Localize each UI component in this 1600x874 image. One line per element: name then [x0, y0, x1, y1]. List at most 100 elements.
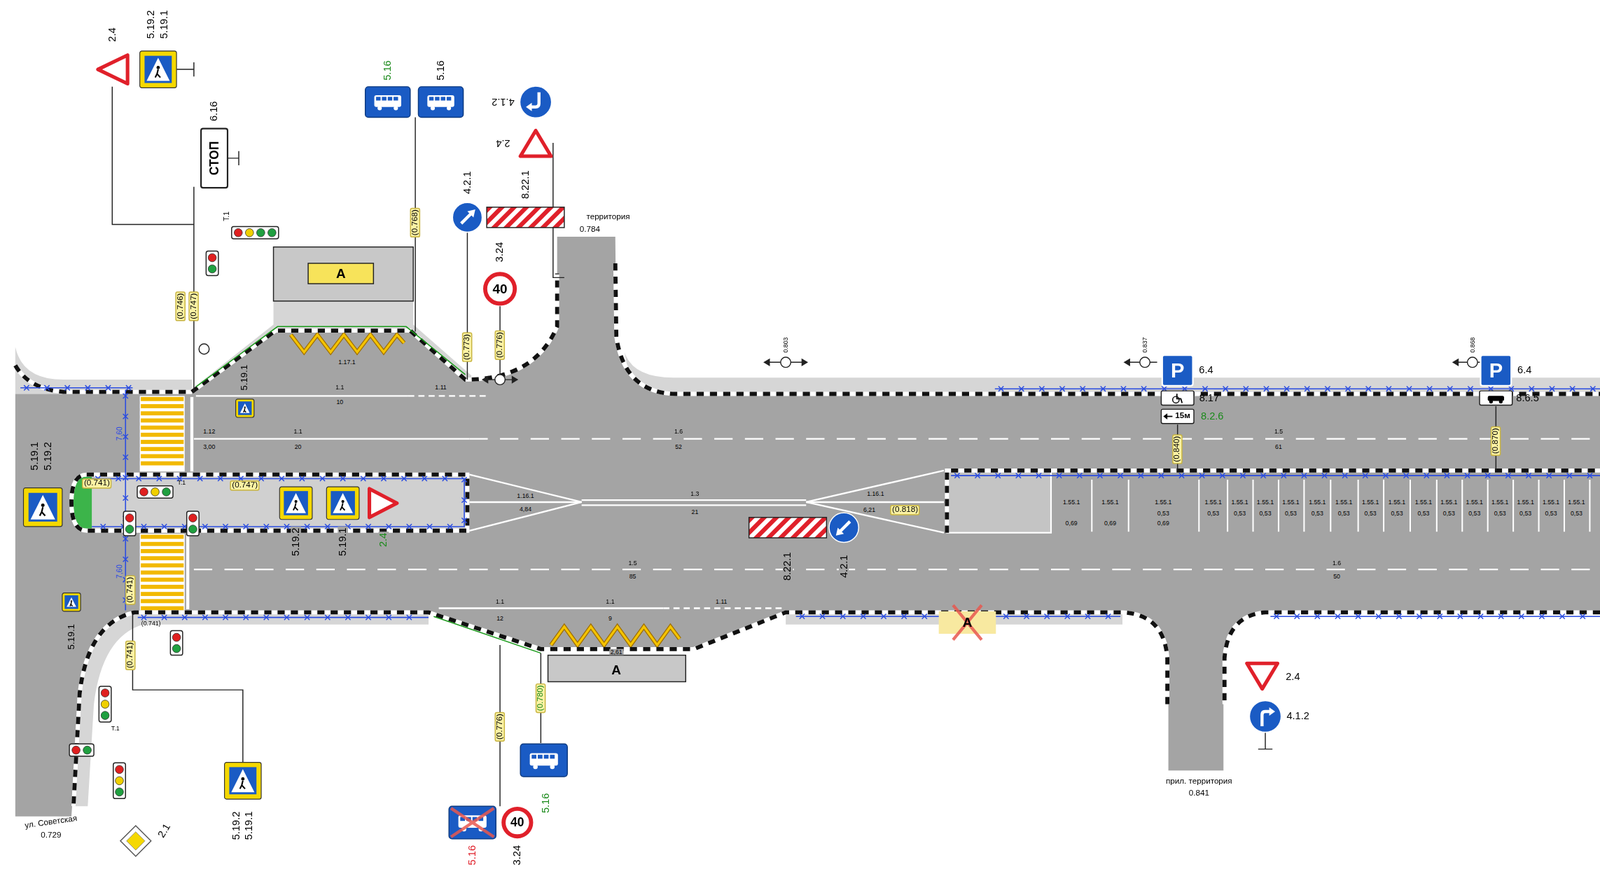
- sign-number: 5.16: [540, 793, 552, 813]
- distance-label: (0.768): [410, 207, 421, 238]
- distance-label: (0.741): [125, 640, 136, 671]
- marking-label: 3,00: [202, 443, 217, 451]
- sign-number: 6.4: [1198, 365, 1213, 377]
- road-sign: 5.19.25.19.1: [23, 488, 63, 527]
- road-sign: 5.19.1: [326, 486, 360, 520]
- marking-label: 61: [1274, 443, 1284, 451]
- marking-label: 1.1: [604, 598, 616, 605]
- sign-text: P: [1489, 359, 1503, 381]
- marking-label: 1.55.1: [1464, 498, 1484, 505]
- sign-text: P: [1170, 359, 1185, 381]
- marking-label: 1.55.1: [1062, 498, 1082, 505]
- road-marking: [187, 395, 1600, 610]
- sign-shape: [365, 86, 411, 118]
- distance-label: (0.741): [81, 478, 113, 489]
- platform: [273, 247, 414, 302]
- road-sign: 5.16: [365, 86, 411, 118]
- zebra-crossing: [140, 395, 185, 610]
- map-label: прил. территория: [1165, 777, 1233, 786]
- road-sign: 403.24: [501, 805, 535, 839]
- sign-number: 2.4: [378, 531, 390, 548]
- marking-label: 0,69: [1103, 520, 1118, 527]
- sign-shape: [367, 486, 401, 520]
- marking-label: 7,60: [115, 563, 124, 580]
- map-label: Т.1: [222, 211, 231, 222]
- marking-label: 0,53: [1310, 509, 1325, 517]
- marking-label: 9: [607, 615, 614, 622]
- sign-number: 4.1.2: [1286, 711, 1309, 722]
- sign-text: СТОП: [207, 141, 220, 176]
- marking-label: 1.55.1: [1308, 498, 1327, 505]
- sign-number: 8.17: [1199, 392, 1220, 404]
- marking-label: 12: [495, 615, 505, 622]
- sign-number: 4.2.1: [838, 553, 850, 579]
- marking-label: 1.11: [714, 598, 729, 605]
- marking-label: 0,53: [1518, 509, 1533, 517]
- marking-label: 0,53: [1336, 509, 1351, 517]
- island: [946, 470, 1052, 533]
- map-label: (0.741): [141, 620, 162, 627]
- marking-label: 1.55.1: [1490, 498, 1510, 505]
- sign-number: 5.19.2: [145, 10, 157, 40]
- roadway: [15, 236, 1600, 817]
- sign-shape: [224, 762, 262, 799]
- marking-label: 1.6: [673, 428, 685, 435]
- marking-label: 1.55.1: [1515, 498, 1535, 505]
- road-sign: 2.4: [95, 53, 131, 87]
- road-sign: 8.17: [1160, 390, 1194, 405]
- marking-label: 1.55.1: [1153, 498, 1173, 505]
- sign-shape: [1244, 661, 1280, 692]
- marking-label: 52: [674, 443, 684, 451]
- sign-number: 6.16: [209, 101, 220, 122]
- sign-shape: [62, 593, 81, 612]
- bus-platform: А: [308, 263, 374, 284]
- sign-number: 5.19.1: [337, 526, 349, 557]
- sign-text: А: [611, 662, 622, 676]
- marking-label: 1.17.1: [337, 359, 357, 366]
- map-label: 0.837: [1141, 337, 1148, 353]
- sign-shape: [95, 53, 131, 87]
- fence-line: [20, 387, 1600, 618]
- sign-shape: [452, 202, 484, 234]
- sign-number: 5.19.1: [240, 363, 250, 391]
- marking-label: 0,53: [1492, 509, 1507, 517]
- marking-label: 1.1: [495, 598, 506, 605]
- distance-label: (0.747): [229, 480, 260, 491]
- marking-label: 1.55.1: [1541, 498, 1561, 505]
- bus-platform: А: [938, 611, 997, 634]
- road-sign: 5.19.25.19.1: [140, 51, 177, 88]
- sign-number: 5.19.1: [158, 10, 170, 40]
- marking-label: 0,69: [1064, 520, 1079, 527]
- traffic-light: [69, 226, 279, 799]
- road-sign: P6.4: [1480, 355, 1512, 386]
- sign-shape: [520, 743, 568, 777]
- road-sign: СТОП6.16: [200, 128, 228, 189]
- marking-label: 1.16.1: [516, 492, 535, 500]
- marking-label: 1.55.1: [1230, 498, 1250, 505]
- sign-number: 6.4: [1517, 365, 1532, 377]
- marking-label: 85: [628, 573, 638, 580]
- road-sign: 5.16: [418, 86, 463, 118]
- map-label: Т.1: [111, 725, 120, 732]
- sign-number: 5.16: [435, 60, 447, 80]
- marking-label: 21: [690, 509, 700, 516]
- parking-stalls: [1091, 479, 1590, 532]
- marking-label: 1.1: [334, 384, 346, 391]
- leader-line: [112, 62, 1496, 806]
- distance-label: (0.780): [535, 682, 547, 713]
- sign-text: 40: [492, 282, 508, 296]
- marking-label: 1.6: [1331, 560, 1342, 567]
- sign-shape: [486, 207, 565, 228]
- marking-label: 0,53: [1467, 509, 1482, 517]
- zigzag-marking: [290, 334, 680, 645]
- marking-label: 0,53: [1416, 509, 1431, 517]
- marking-label: 0,53: [1389, 509, 1404, 517]
- road-sign: 5.19.25.19.1: [224, 762, 262, 799]
- sign-shape: [519, 85, 553, 119]
- sign-shape: [140, 51, 177, 88]
- road-sign: 403.24: [482, 271, 518, 307]
- lamp-symbol: [198, 343, 1481, 385]
- sign-number: 8.22.1: [520, 170, 531, 200]
- sign-number: 3.24: [512, 845, 524, 865]
- distance-label: (0.746): [175, 291, 186, 322]
